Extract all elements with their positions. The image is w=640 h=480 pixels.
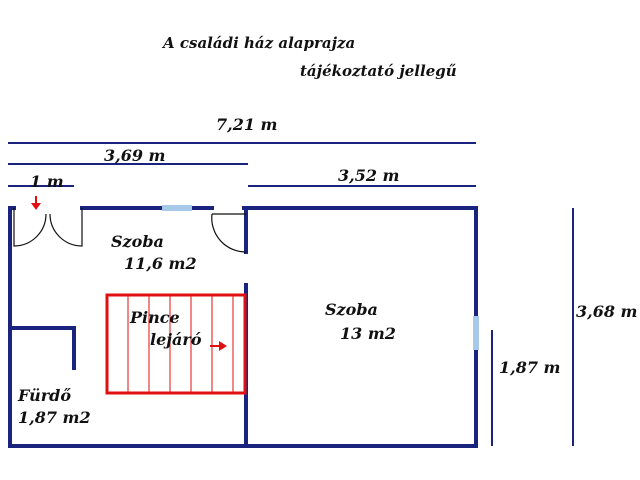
room-name-small-bedroom: Szoba	[111, 232, 164, 251]
entrance-arrow-icon	[31, 196, 41, 210]
stairs-arrow-icon	[210, 341, 227, 351]
room-area-bathroom: 1,87 m2	[18, 408, 91, 427]
stairs-label-line2: lejáró	[150, 330, 202, 349]
window-right	[473, 316, 479, 350]
room-name-large-bedroom: Szoba	[325, 300, 378, 319]
stairs-label-line1: Pince	[130, 308, 180, 327]
stairs-drawing	[105, 293, 247, 395]
room-name-bathroom: Fürdő	[18, 386, 71, 405]
entrance-door-right-leaf	[49, 208, 83, 247]
room-area-large-bedroom: 13 m2	[340, 324, 396, 343]
doors	[13, 208, 247, 253]
plan-title: A családi ház alaprajza	[163, 34, 356, 52]
dimension-left-width: 3,69 m	[104, 146, 166, 165]
stairs-steps	[127, 295, 234, 393]
plan-subtitle: tájékoztató jellegű	[300, 62, 457, 80]
dimension-total-width: 7,21 m	[216, 115, 278, 134]
windows	[162, 205, 479, 350]
dimension-right-inner-height: 1,87 m	[499, 358, 561, 377]
walls	[8, 206, 478, 448]
room-area-small-bedroom: 11,6 m2	[124, 254, 197, 273]
arrows	[31, 196, 227, 351]
interior-door	[211, 213, 247, 253]
dimension-total-height: 3,68 m	[576, 302, 638, 321]
dimension-right-width: 3,52 m	[338, 166, 400, 185]
entrance-door-left-leaf	[13, 208, 47, 247]
dimension-door-width: 1 m	[30, 172, 64, 191]
window-top	[162, 205, 192, 211]
stairs-outline	[105, 293, 247, 395]
dimension-lines	[8, 142, 574, 446]
